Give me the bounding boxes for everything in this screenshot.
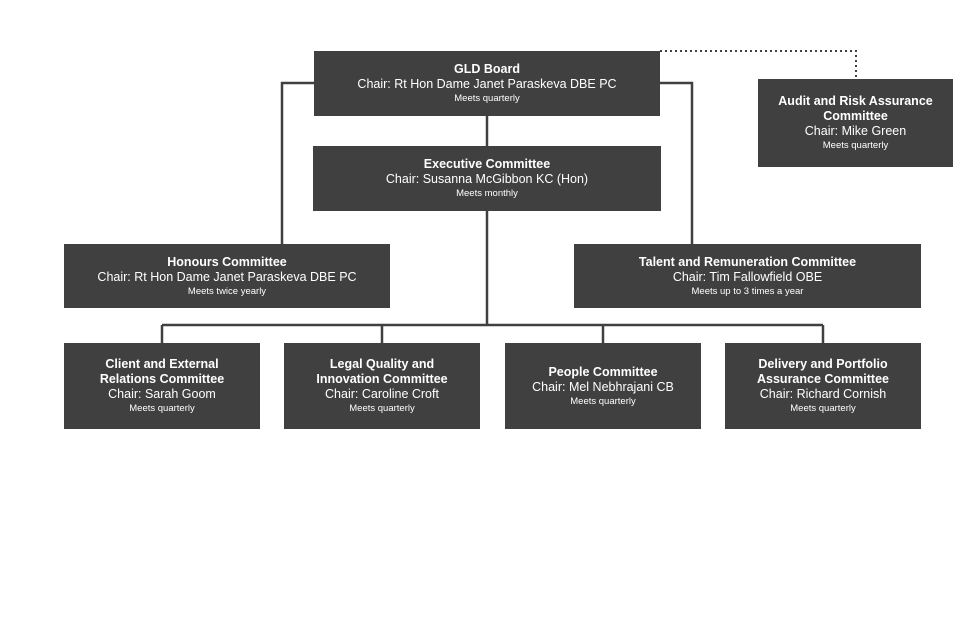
people-committee-box: People Committee Chair: Mel Nebhrajani C… (505, 343, 701, 429)
node-frequency: Meets quarterly (822, 140, 889, 151)
node-chair: Chair: Susanna McGibbon KC (Hon) (385, 172, 589, 186)
connector-board-audit-dotted (660, 50, 857, 78)
node-chair: Chair: Mike Green (804, 124, 907, 138)
node-chair: Chair: Mel Nebhrajani CB (532, 379, 674, 394)
node-name: Client and External Relations Committee (99, 357, 225, 386)
node-chair: Chair: Caroline Croft (325, 387, 439, 401)
node-frequency: Meets quarterly (349, 403, 415, 414)
node-frequency: Meets quarterly (129, 403, 195, 414)
connector-board-honours (280, 81, 314, 244)
node-frequency: Meets up to 3 times a year (691, 285, 804, 297)
node-name: GLD Board (454, 62, 520, 76)
node-frequency: Meets quarterly (790, 403, 856, 414)
node-chair: Chair: Rt Hon Dame Janet Paraskeva DBE P… (357, 77, 617, 91)
talent-remuneration-committee-box: Talent and Remuneration Committee Chair:… (574, 244, 921, 308)
node-frequency: Meets quarterly (454, 93, 520, 104)
node-name: Honours Committee (167, 254, 287, 269)
connector-board-talent (660, 81, 694, 244)
client-external-committee-box: Client and External Relations Committee … (64, 343, 260, 429)
node-chair: Chair: Tim Fallowfield OBE (672, 269, 823, 284)
delivery-portfolio-committee-box: Delivery and Portfolio Assurance Committ… (725, 343, 921, 429)
node-frequency: Meets twice yearly (187, 285, 267, 297)
node-chair: Chair: Sarah Goom (108, 387, 216, 401)
node-name: Talent and Remuneration Committee (638, 254, 857, 269)
honours-committee-box: Honours Committee Chair: Rt Hon Dame Jan… (64, 244, 390, 308)
node-frequency: Meets monthly (456, 188, 518, 199)
node-name: Delivery and Portfolio Assurance Committ… (757, 357, 889, 386)
executive-committee-box: Executive Committee Chair: Susanna McGib… (313, 146, 661, 211)
node-frequency: Meets quarterly (570, 395, 636, 407)
node-name: Executive Committee (423, 157, 551, 171)
node-name: Audit and Risk Assurance Committee (778, 94, 933, 123)
node-chair: Chair: Rt Hon Dame Janet Paraskeva DBE P… (97, 269, 357, 284)
node-name: People Committee (548, 364, 658, 379)
audit-risk-committee-box: Audit and Risk Assurance Committee Chair… (758, 79, 953, 167)
node-name: Legal Quality and Innovation Committee (316, 357, 448, 386)
legal-quality-committee-box: Legal Quality and Innovation Committee C… (284, 343, 480, 429)
node-chair: Chair: Richard Cornish (759, 387, 887, 401)
gld-board-box: GLD Board Chair: Rt Hon Dame Janet Paras… (314, 51, 660, 116)
